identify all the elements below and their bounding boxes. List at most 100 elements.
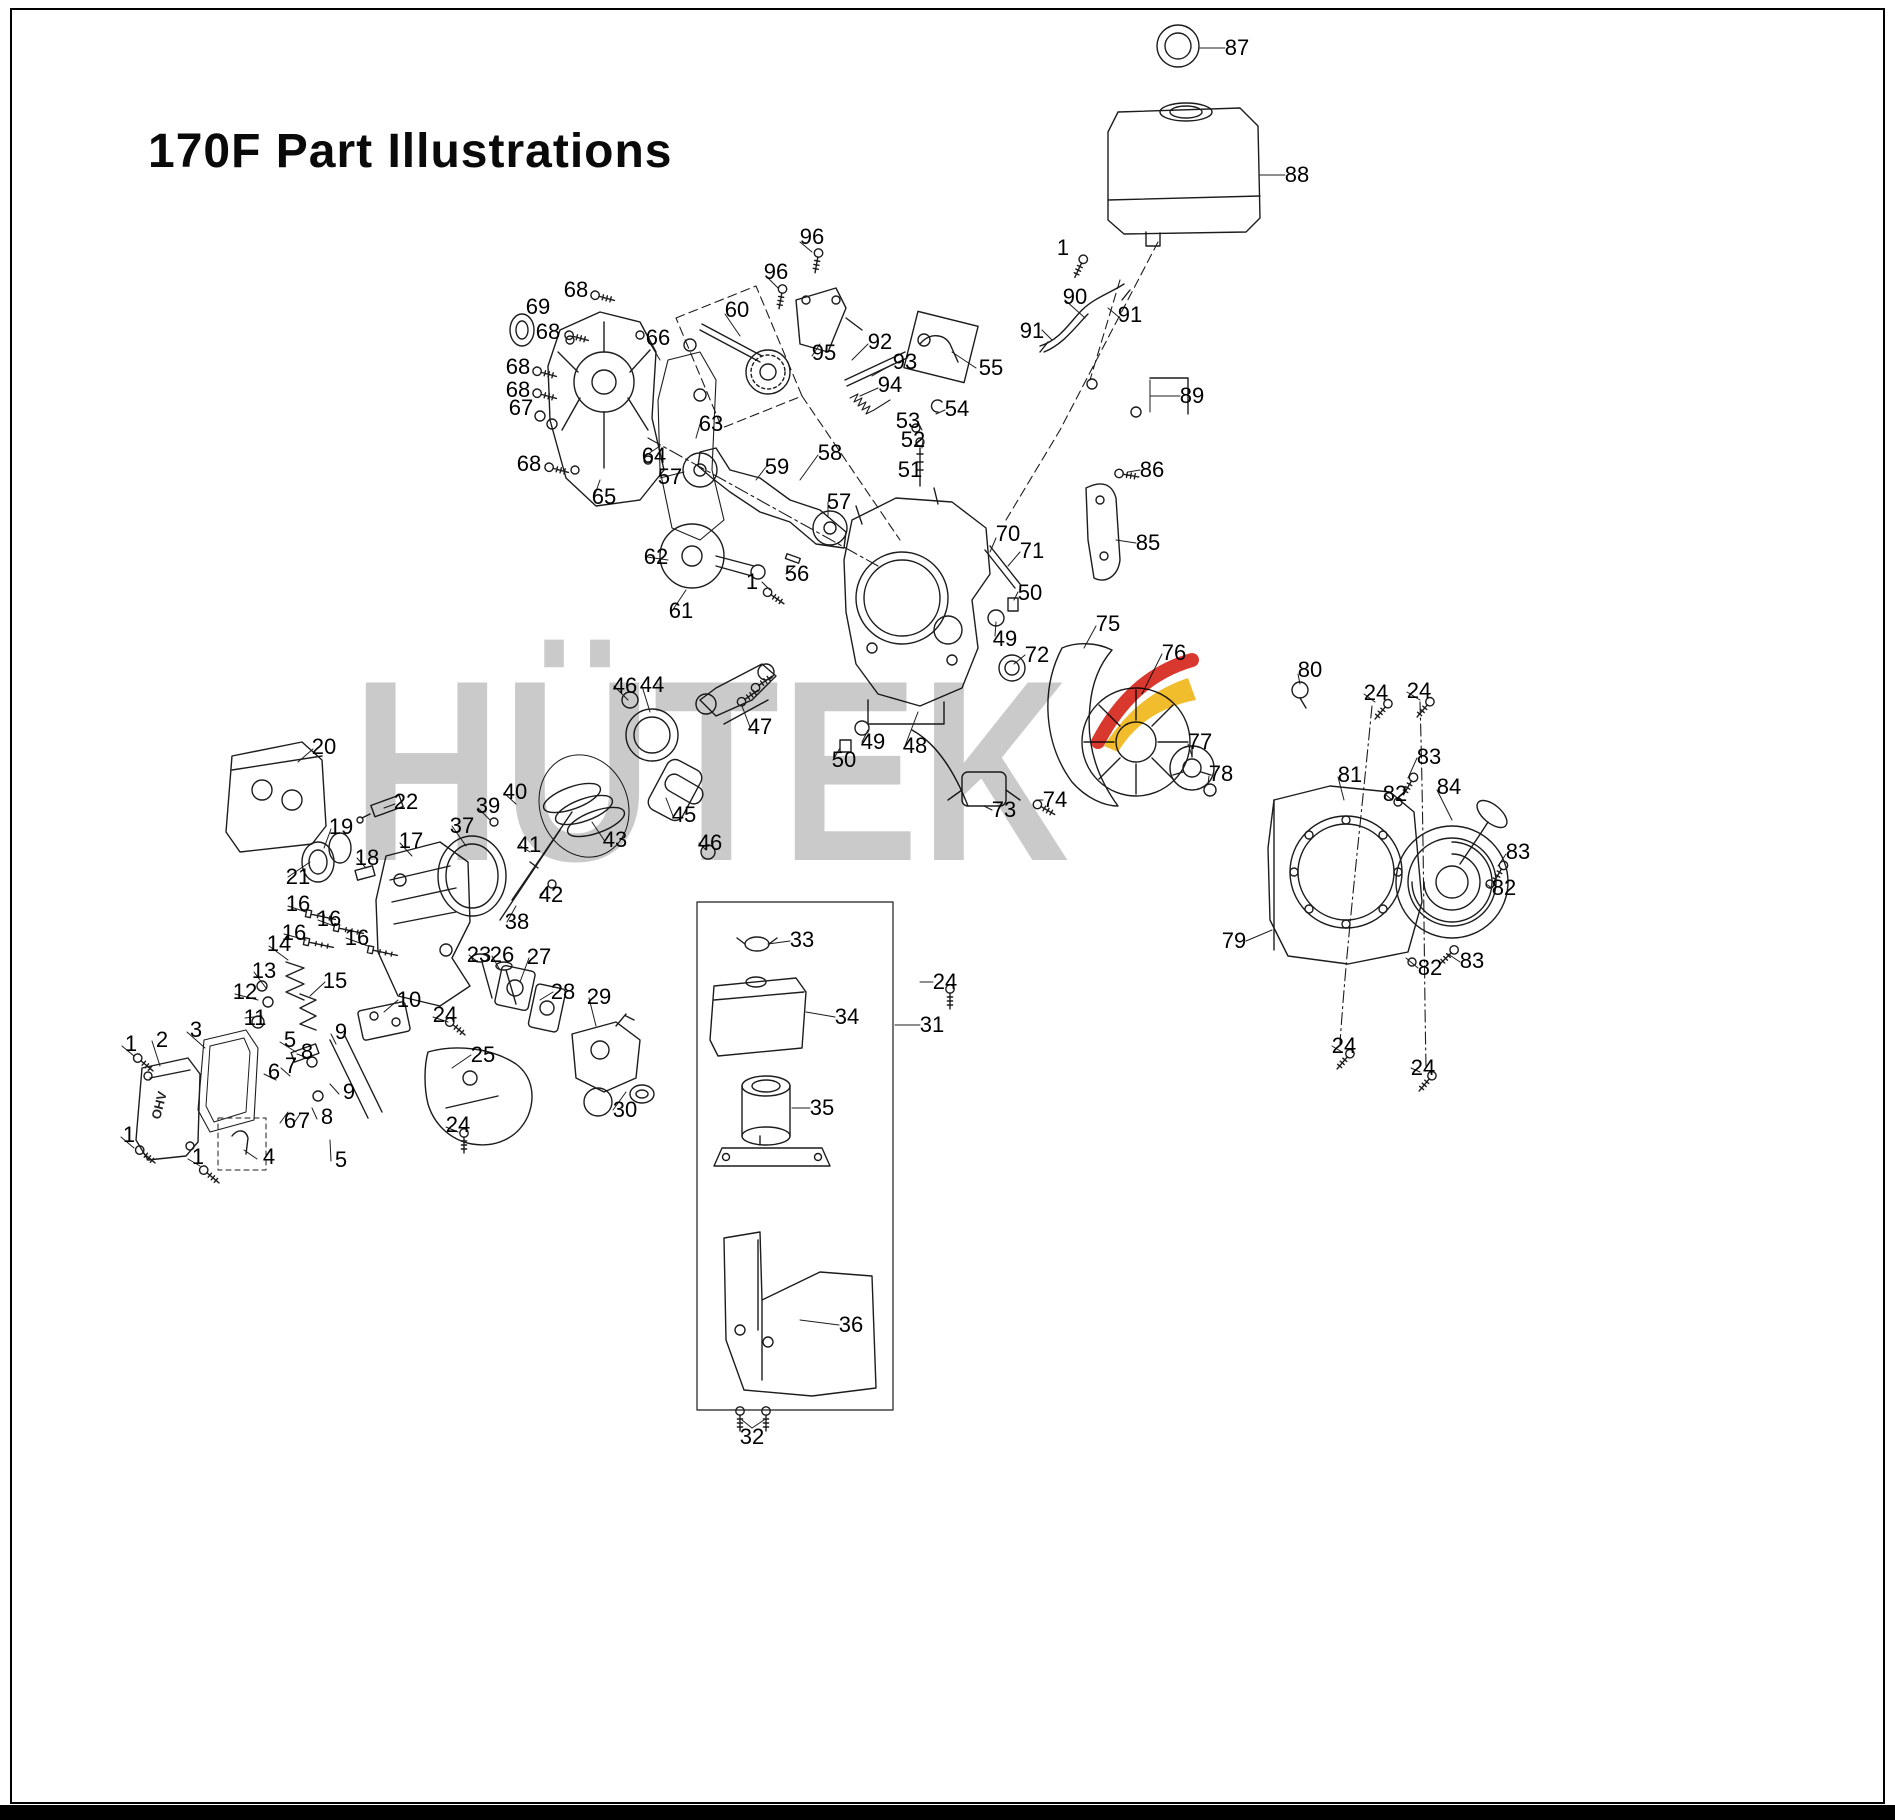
crankcase-cover-group (509, 311, 725, 541)
callout-label: 22 (393, 789, 419, 814)
balancer-group (659, 523, 766, 589)
callout-label: 11 (243, 1005, 267, 1030)
callout-label: 58 (817, 440, 843, 465)
callout-label: 31 (919, 1012, 945, 1037)
callout-label: 55 (978, 355, 1004, 380)
callout-label: 70 (995, 521, 1021, 546)
page-title: 170F Part Illustrations (148, 125, 673, 179)
construction-lines (647, 241, 1427, 1067)
callout-label: 2 (155, 1027, 169, 1052)
callout-label: 66 (645, 325, 671, 350)
heat-shield-group (424, 1015, 533, 1154)
governor-group (795, 287, 863, 353)
callout-label: 50 (1017, 580, 1043, 605)
callout-label: 1 (122, 1122, 136, 1147)
callout-label: 94 (877, 372, 903, 397)
callout-label: 86 (1139, 457, 1165, 482)
callout-label: 68 (516, 451, 542, 476)
blower-housing-group (1267, 785, 1423, 965)
callout-label: 56 (784, 561, 810, 586)
callout-label: 83 (1416, 744, 1442, 769)
callout-label: 7 (284, 1053, 298, 1078)
cylinder-head-group (302, 835, 507, 1007)
callout-label: 27 (526, 944, 552, 969)
callout-label: 84 (1436, 774, 1462, 799)
callout-label: 76 (1161, 640, 1187, 665)
recoil-starter-group (1291, 681, 1510, 968)
callout-label: 16 (285, 891, 311, 916)
callout-label: 15 (322, 968, 348, 993)
callout-label: 30 (612, 1097, 638, 1122)
callout-label: 69 (525, 294, 551, 319)
callout-label: 8 (300, 1039, 314, 1064)
callout-label: 24 (932, 969, 958, 994)
callout-label: 87 (1224, 35, 1250, 60)
callout-label: 85 (1135, 530, 1161, 555)
callout-label: 42 (538, 882, 564, 907)
callout-label: 21 (285, 864, 311, 889)
callout-label: 59 (764, 454, 790, 479)
fan-cover-group (1047, 643, 1119, 807)
crankshaft-group (682, 447, 848, 564)
intake-group (494, 964, 567, 1033)
callout-label: 24 (1331, 1033, 1357, 1058)
callout-label: 6 (267, 1059, 281, 1084)
callout-label: 13 (251, 958, 277, 983)
callout-label: 93 (892, 349, 918, 374)
callout-label: 82 (1417, 955, 1443, 980)
bracket-group (1085, 467, 1141, 581)
callout-label: 64 (641, 443, 667, 468)
callout-label: 24 (445, 1112, 471, 1137)
callout-label: 1 (745, 569, 759, 594)
callout-label: 53 (895, 408, 921, 433)
callout-label: 20 (311, 734, 337, 759)
callout-label: 44 (639, 672, 665, 697)
ignition-coil-group (911, 729, 1058, 819)
callout-label: 24 (432, 1002, 458, 1027)
callout-label: 39 (475, 793, 501, 818)
callout-label: 17 (398, 828, 424, 853)
callout-label: 33 (789, 927, 815, 952)
callout-label: 91 (1019, 318, 1045, 343)
callout-label: 46 (612, 673, 638, 698)
governor-shaft-group (839, 545, 1026, 753)
callout-label: 25 (470, 1042, 496, 1067)
fuel-tank-group (1039, 24, 1261, 353)
callout-label: 72 (1024, 642, 1050, 667)
callout-label: 78 (1208, 761, 1234, 786)
callout-label: 6 (283, 1108, 297, 1133)
callout-label: 38 (504, 909, 530, 934)
callout-label: 82 (1491, 875, 1517, 900)
carburetor-group (571, 1013, 655, 1117)
callout-label: 43 (602, 827, 628, 852)
callout-label: 60 (724, 297, 750, 322)
callout-label: 75 (1095, 611, 1121, 636)
callout-label: 80 (1297, 657, 1323, 682)
callout-label: 45 (671, 802, 697, 827)
callout-label: 12 (232, 979, 258, 1004)
callout-label: 46 (697, 830, 723, 855)
callout-label: 9 (342, 1079, 356, 1104)
callout-label: 5 (283, 1027, 297, 1052)
callout-label: 40 (502, 779, 528, 804)
callout-label: 49 (992, 626, 1018, 651)
callout-label: 35 (809, 1095, 835, 1120)
callout-label: 1 (1056, 235, 1070, 260)
callout-label: 83 (1505, 839, 1531, 864)
callout-label: 67 (508, 395, 534, 420)
callout-label: 96 (799, 224, 825, 249)
callout-label: 47 (747, 714, 773, 739)
callout-label: 9 (334, 1019, 348, 1044)
callout-label: 52 (900, 427, 926, 452)
callout-label: 24 (1406, 678, 1432, 703)
callout-label: 5 (334, 1147, 348, 1172)
callout-label: 61 (668, 598, 694, 623)
callout-label: 68 (563, 277, 589, 302)
callout-label: 62 (643, 544, 669, 569)
callout-label: 34 (834, 1004, 860, 1029)
callout-label: 24 (1410, 1055, 1436, 1080)
callout-label: 16 (316, 906, 342, 931)
callout-label: 16 (344, 925, 370, 950)
